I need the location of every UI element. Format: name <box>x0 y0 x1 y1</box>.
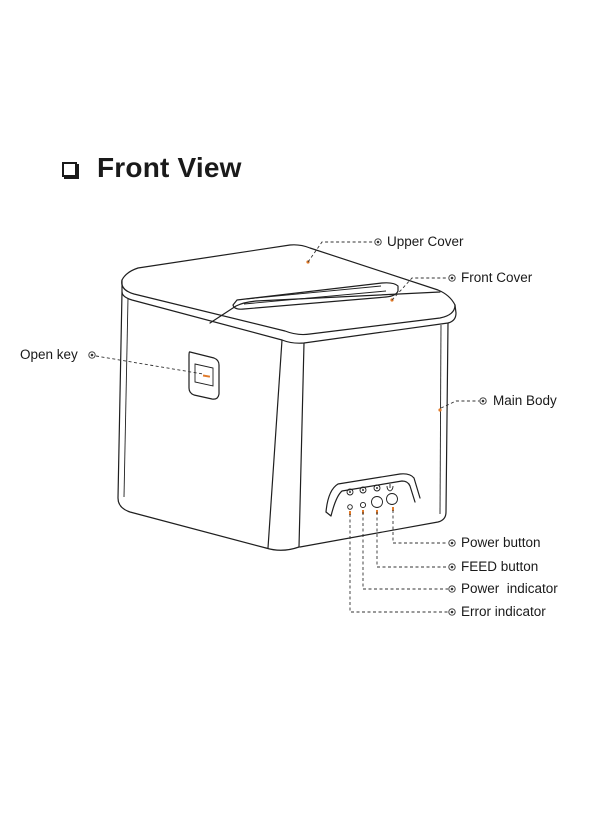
label-error-indicator: Error indicator <box>461 604 546 619</box>
label-power-button: Power button <box>461 535 541 550</box>
leader-lines <box>95 241 479 613</box>
label-upper-cover: Upper Cover <box>387 234 464 249</box>
label-front-cover: Front Cover <box>461 270 533 285</box>
printer-body <box>117 244 457 551</box>
section-title: Front View <box>97 152 242 183</box>
label-open-key: Open key <box>20 347 78 362</box>
label-target-dots <box>88 238 487 616</box>
label-main-body: Main Body <box>493 393 557 408</box>
checkbox-square-icon <box>62 161 77 177</box>
section-heading: Front View <box>62 150 242 186</box>
label-power-indicator: Power indicator <box>461 581 558 596</box>
label-feed-button: FEED button <box>461 559 539 574</box>
